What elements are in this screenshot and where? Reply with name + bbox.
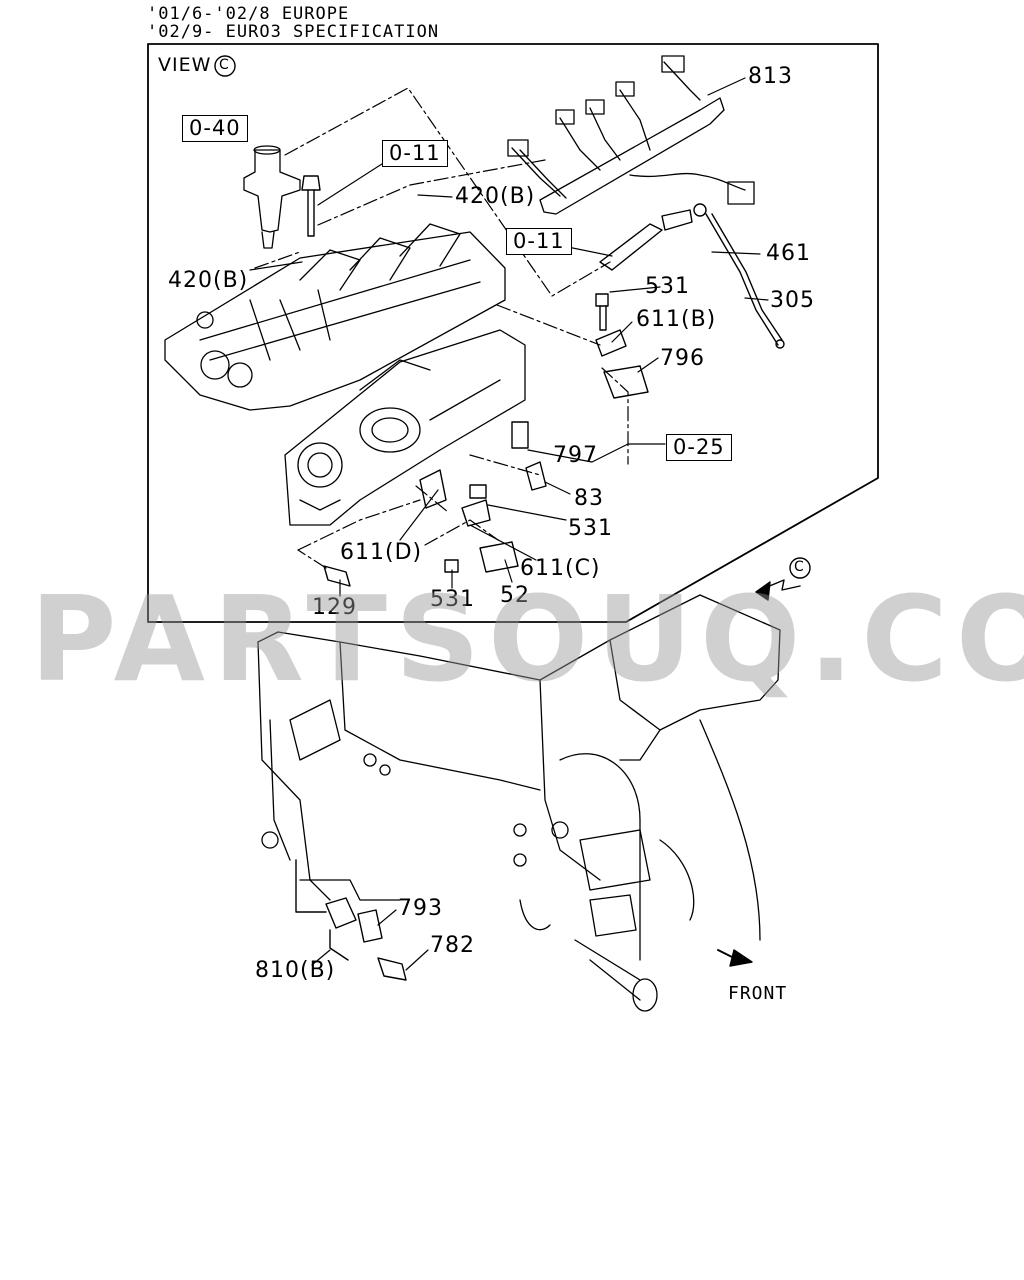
leader-lines <box>254 87 629 569</box>
view-label: VIEW <box>158 54 212 76</box>
front-arrow <box>717 949 753 967</box>
part-label-793[interactable]: 793 <box>398 896 443 921</box>
part-label-531-mid[interactable]: 531 <box>568 516 613 541</box>
reference-box-0-11-top[interactable]: 0-11 <box>382 140 448 167</box>
intake-manifold-drawing <box>284 329 526 526</box>
view-frame <box>147 43 879 623</box>
harness-drawing <box>507 55 755 215</box>
part-label-797[interactable]: 797 <box>553 443 598 468</box>
part-label-461[interactable]: 461 <box>766 241 811 266</box>
part-label-611b[interactable]: 611(B) <box>636 307 717 332</box>
engine-block-drawing <box>257 594 781 1012</box>
part-label-796[interactable]: 796 <box>660 346 705 371</box>
part-label-810b[interactable]: 810(B) <box>255 958 336 983</box>
part-label-420b-left[interactable]: 420(B) <box>168 268 249 293</box>
front-label: FRONT <box>728 983 788 1004</box>
part-label-531-top[interactable]: 531 <box>645 274 690 299</box>
view-c-marker-text: C <box>219 57 230 73</box>
part-label-52[interactable]: 52 <box>500 583 530 608</box>
view-c-circle <box>214 55 236 77</box>
lower-sensor-parts <box>295 859 407 981</box>
lower-leaders <box>311 909 429 971</box>
header-line-2: '02/9- EURO3 SPECIFICATION <box>147 22 440 42</box>
part-label-611c[interactable]: 611(C) <box>520 556 601 581</box>
small-parts-bottom <box>323 421 547 587</box>
part-label-420b-right[interactable]: 420(B) <box>455 184 536 209</box>
cylinder-head-drawing <box>164 223 506 411</box>
reference-box-0-25[interactable]: 0-25 <box>666 434 732 461</box>
reference-box-0-11-mid[interactable]: 0-11 <box>506 228 572 255</box>
part-label-305[interactable]: 305 <box>770 288 815 313</box>
view-c-arrow-marker-text: C <box>794 559 805 575</box>
bolt-drawing <box>301 175 321 237</box>
header-line-1: '01/6-'02/8 EUROPE <box>147 4 350 24</box>
part-label-531-bot[interactable]: 531 <box>430 587 475 612</box>
small-parts-right <box>595 293 649 399</box>
injector-drawing <box>243 145 301 249</box>
label-leaders <box>249 77 769 597</box>
view-c-arrow <box>755 557 811 601</box>
part-label-129[interactable]: 129 <box>312 595 357 620</box>
part-label-611d[interactable]: 611(D) <box>340 540 423 565</box>
part-label-813[interactable]: 813 <box>748 64 793 89</box>
part-label-83[interactable]: 83 <box>574 486 604 511</box>
part-label-782[interactable]: 782 <box>430 933 475 958</box>
sensor-drawing <box>599 203 785 349</box>
reference-box-0-40[interactable]: 0-40 <box>182 115 248 142</box>
